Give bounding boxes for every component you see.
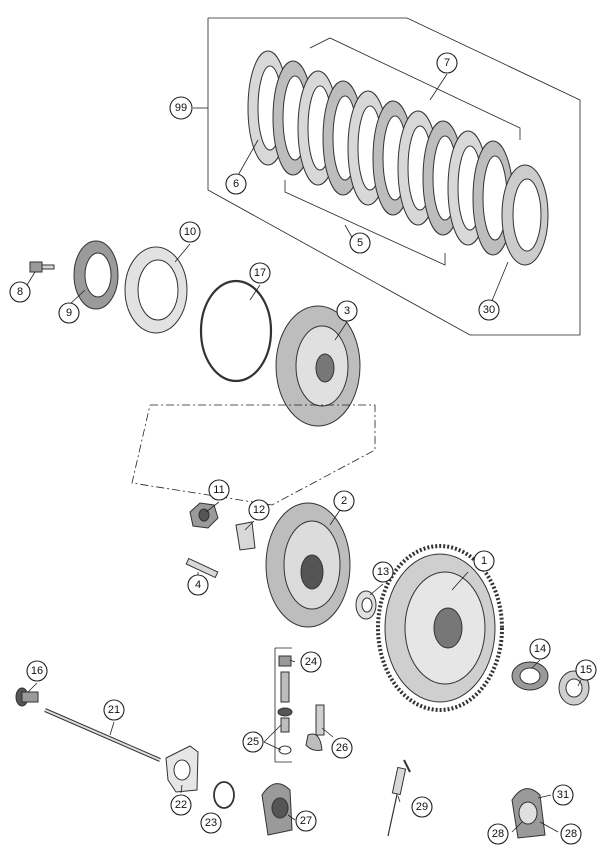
svg-text:26: 26	[336, 742, 348, 754]
svg-text:5: 5	[357, 237, 363, 249]
lock-washer	[235, 521, 256, 551]
callout-9: 9	[58, 302, 80, 324]
svg-text:22: 22	[175, 799, 187, 811]
svg-text:15: 15	[580, 664, 592, 676]
nut	[189, 502, 219, 529]
push-rod-piece	[15, 687, 39, 707]
svg-text:17: 17	[254, 267, 266, 279]
callout-labels: 1 2 3 4 5 6 7 8 9 10 11 12 13 14 15 16 1…	[9, 52, 597, 845]
svg-text:13: 13	[377, 566, 389, 578]
svg-text:7: 7	[444, 57, 450, 69]
svg-text:31: 31	[557, 789, 569, 801]
leader-lines	[26, 73, 582, 833]
svg-text:25: 25	[247, 736, 259, 748]
callout-2: 2	[333, 490, 355, 512]
screw	[29, 261, 55, 273]
callout-28-right: 28	[560, 823, 582, 845]
bleed-syringe	[387, 759, 411, 837]
callout-3: 3	[336, 300, 358, 322]
callout-13: 13	[372, 561, 394, 583]
callout-21: 21	[103, 699, 125, 721]
callout-5: 5	[349, 232, 371, 254]
svg-text:11: 11	[213, 484, 224, 496]
callout-12: 12	[248, 499, 270, 521]
svg-text:28: 28	[565, 828, 577, 840]
svg-text:99: 99	[175, 102, 187, 114]
svg-text:23: 23	[205, 817, 217, 829]
callout-99: 99	[169, 96, 193, 120]
svg-text:21: 21	[108, 704, 120, 716]
bleed-fitting-set	[274, 647, 293, 763]
svg-text:10: 10	[184, 226, 196, 238]
clutch-plate	[501, 164, 549, 266]
callout-24: 24	[300, 651, 322, 673]
callout-14: 14	[529, 638, 551, 660]
svg-text:29: 29	[416, 801, 428, 813]
svg-text:3: 3	[344, 305, 350, 317]
svg-text:2: 2	[341, 495, 347, 507]
callout-6: 6	[225, 173, 247, 195]
callout-27: 27	[295, 810, 317, 832]
callout-4: 4	[187, 574, 209, 596]
thrust-washer	[355, 590, 377, 620]
callout-16: 16	[26, 660, 48, 682]
clutch-plate-stack	[247, 37, 549, 266]
o-ring	[199, 279, 273, 383]
svg-text:30: 30	[483, 304, 495, 316]
pressure-plate	[275, 305, 361, 427]
callout-29: 29	[411, 796, 433, 818]
outer-clutch-basket	[376, 544, 504, 712]
svg-text:6: 6	[233, 178, 239, 190]
callout-28-left: 28	[487, 823, 509, 845]
svg-text:12: 12	[253, 504, 265, 516]
clutch-master-cylinder	[511, 788, 546, 839]
clutch-pack-outline	[193, 17, 581, 336]
callout-7: 7	[436, 52, 458, 74]
callout-17: 17	[249, 262, 271, 284]
svg-text:8: 8	[17, 286, 23, 298]
callout-22: 22	[170, 794, 192, 816]
o-ring-small	[213, 781, 235, 809]
callout-1: 1	[473, 550, 495, 572]
slave-cylinder	[261, 783, 293, 836]
svg-text:24: 24	[305, 656, 317, 668]
gasket	[165, 745, 199, 793]
callout-25: 25	[242, 731, 264, 753]
callout-23: 23	[200, 812, 222, 834]
inner-clutch-hub	[265, 502, 351, 628]
banjo-fitting	[305, 704, 325, 751]
needle-bearing	[73, 240, 119, 310]
push-rod	[44, 708, 161, 762]
callout-15: 15	[575, 659, 597, 681]
svg-text:9: 9	[66, 307, 72, 319]
svg-text:28: 28	[492, 828, 504, 840]
pressure-cap	[124, 246, 188, 334]
callout-31: 31	[552, 784, 574, 806]
svg-text:4: 4	[195, 579, 201, 591]
svg-text:1: 1	[481, 555, 487, 567]
svg-text:14: 14	[534, 643, 546, 655]
needle-bearing-basket	[511, 661, 549, 691]
pin	[185, 557, 219, 579]
svg-text:27: 27	[300, 815, 312, 827]
callout-26: 26	[331, 737, 353, 759]
callout-11: 11	[208, 479, 230, 501]
callout-30: 30	[478, 299, 500, 321]
callout-8: 8	[9, 281, 31, 303]
callout-10: 10	[179, 221, 201, 243]
svg-text:16: 16	[31, 665, 43, 677]
